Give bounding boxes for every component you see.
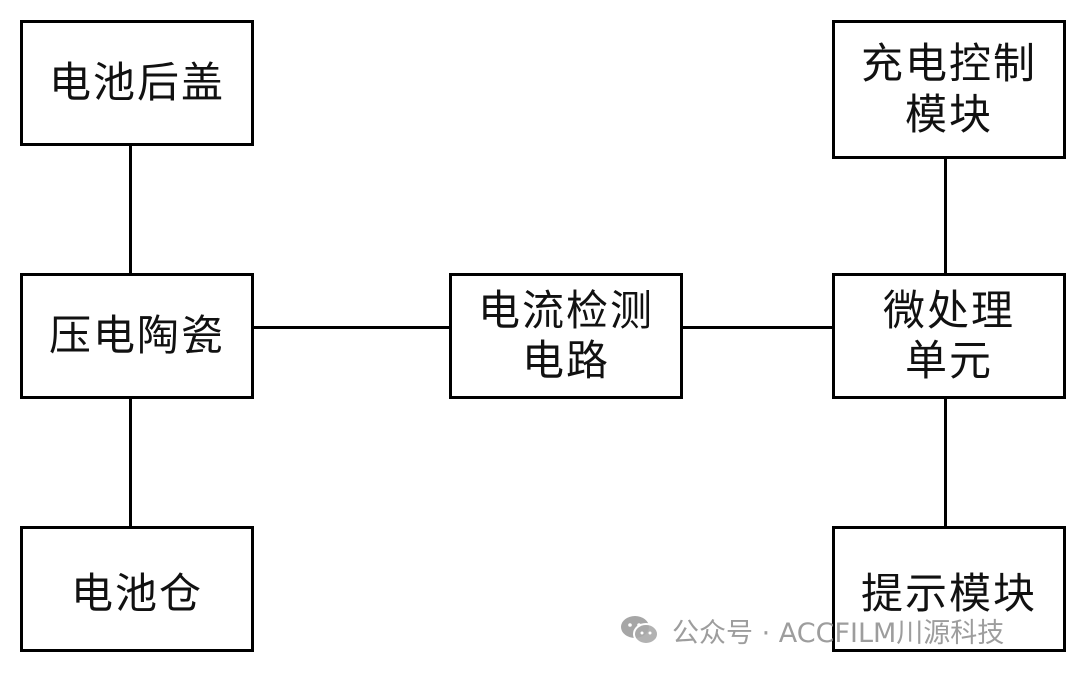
wechat-icon [621, 616, 659, 645]
connector-charge-to-mcu [944, 159, 947, 273]
piezo-ceramic-box: 压电陶瓷 [20, 273, 254, 399]
alert-module-box: 提示模块 [832, 526, 1066, 652]
microprocessor-label: 微处理 单元 [882, 285, 1015, 385]
connector-cover-to-piezo [129, 146, 132, 273]
alert-module-label: 提示模块 [860, 568, 1037, 618]
charge-control-label: 充电控制 模块 [860, 39, 1037, 139]
connector-piezo-to-compartment [129, 399, 132, 526]
connector-mcu-to-alert [944, 399, 947, 526]
current-detection-box: 电流检测 电路 [449, 273, 683, 399]
piezo-ceramic-label: 压电陶瓷 [48, 310, 225, 360]
battery-cover-box: 电池后盖 [20, 20, 254, 146]
battery-cover-label: 电池后盖 [48, 57, 225, 107]
watermark-text: 公众号 · ACCFILM川源科技 [672, 617, 1005, 649]
current-detection-label: 电流检测 电路 [477, 285, 654, 385]
battery-compartment-label: 电池仓 [70, 568, 203, 618]
microprocessor-box: 微处理 单元 [832, 273, 1066, 399]
watermark: 公众号 · ACCFILM川源科技 [620, 610, 1004, 650]
battery-compartment-box: 电池仓 [20, 526, 254, 652]
charge-control-box: 充电控制 模块 [832, 20, 1066, 159]
connector-piezo-to-current-detection [254, 326, 449, 329]
connector-current-detection-to-mcu [683, 326, 832, 329]
